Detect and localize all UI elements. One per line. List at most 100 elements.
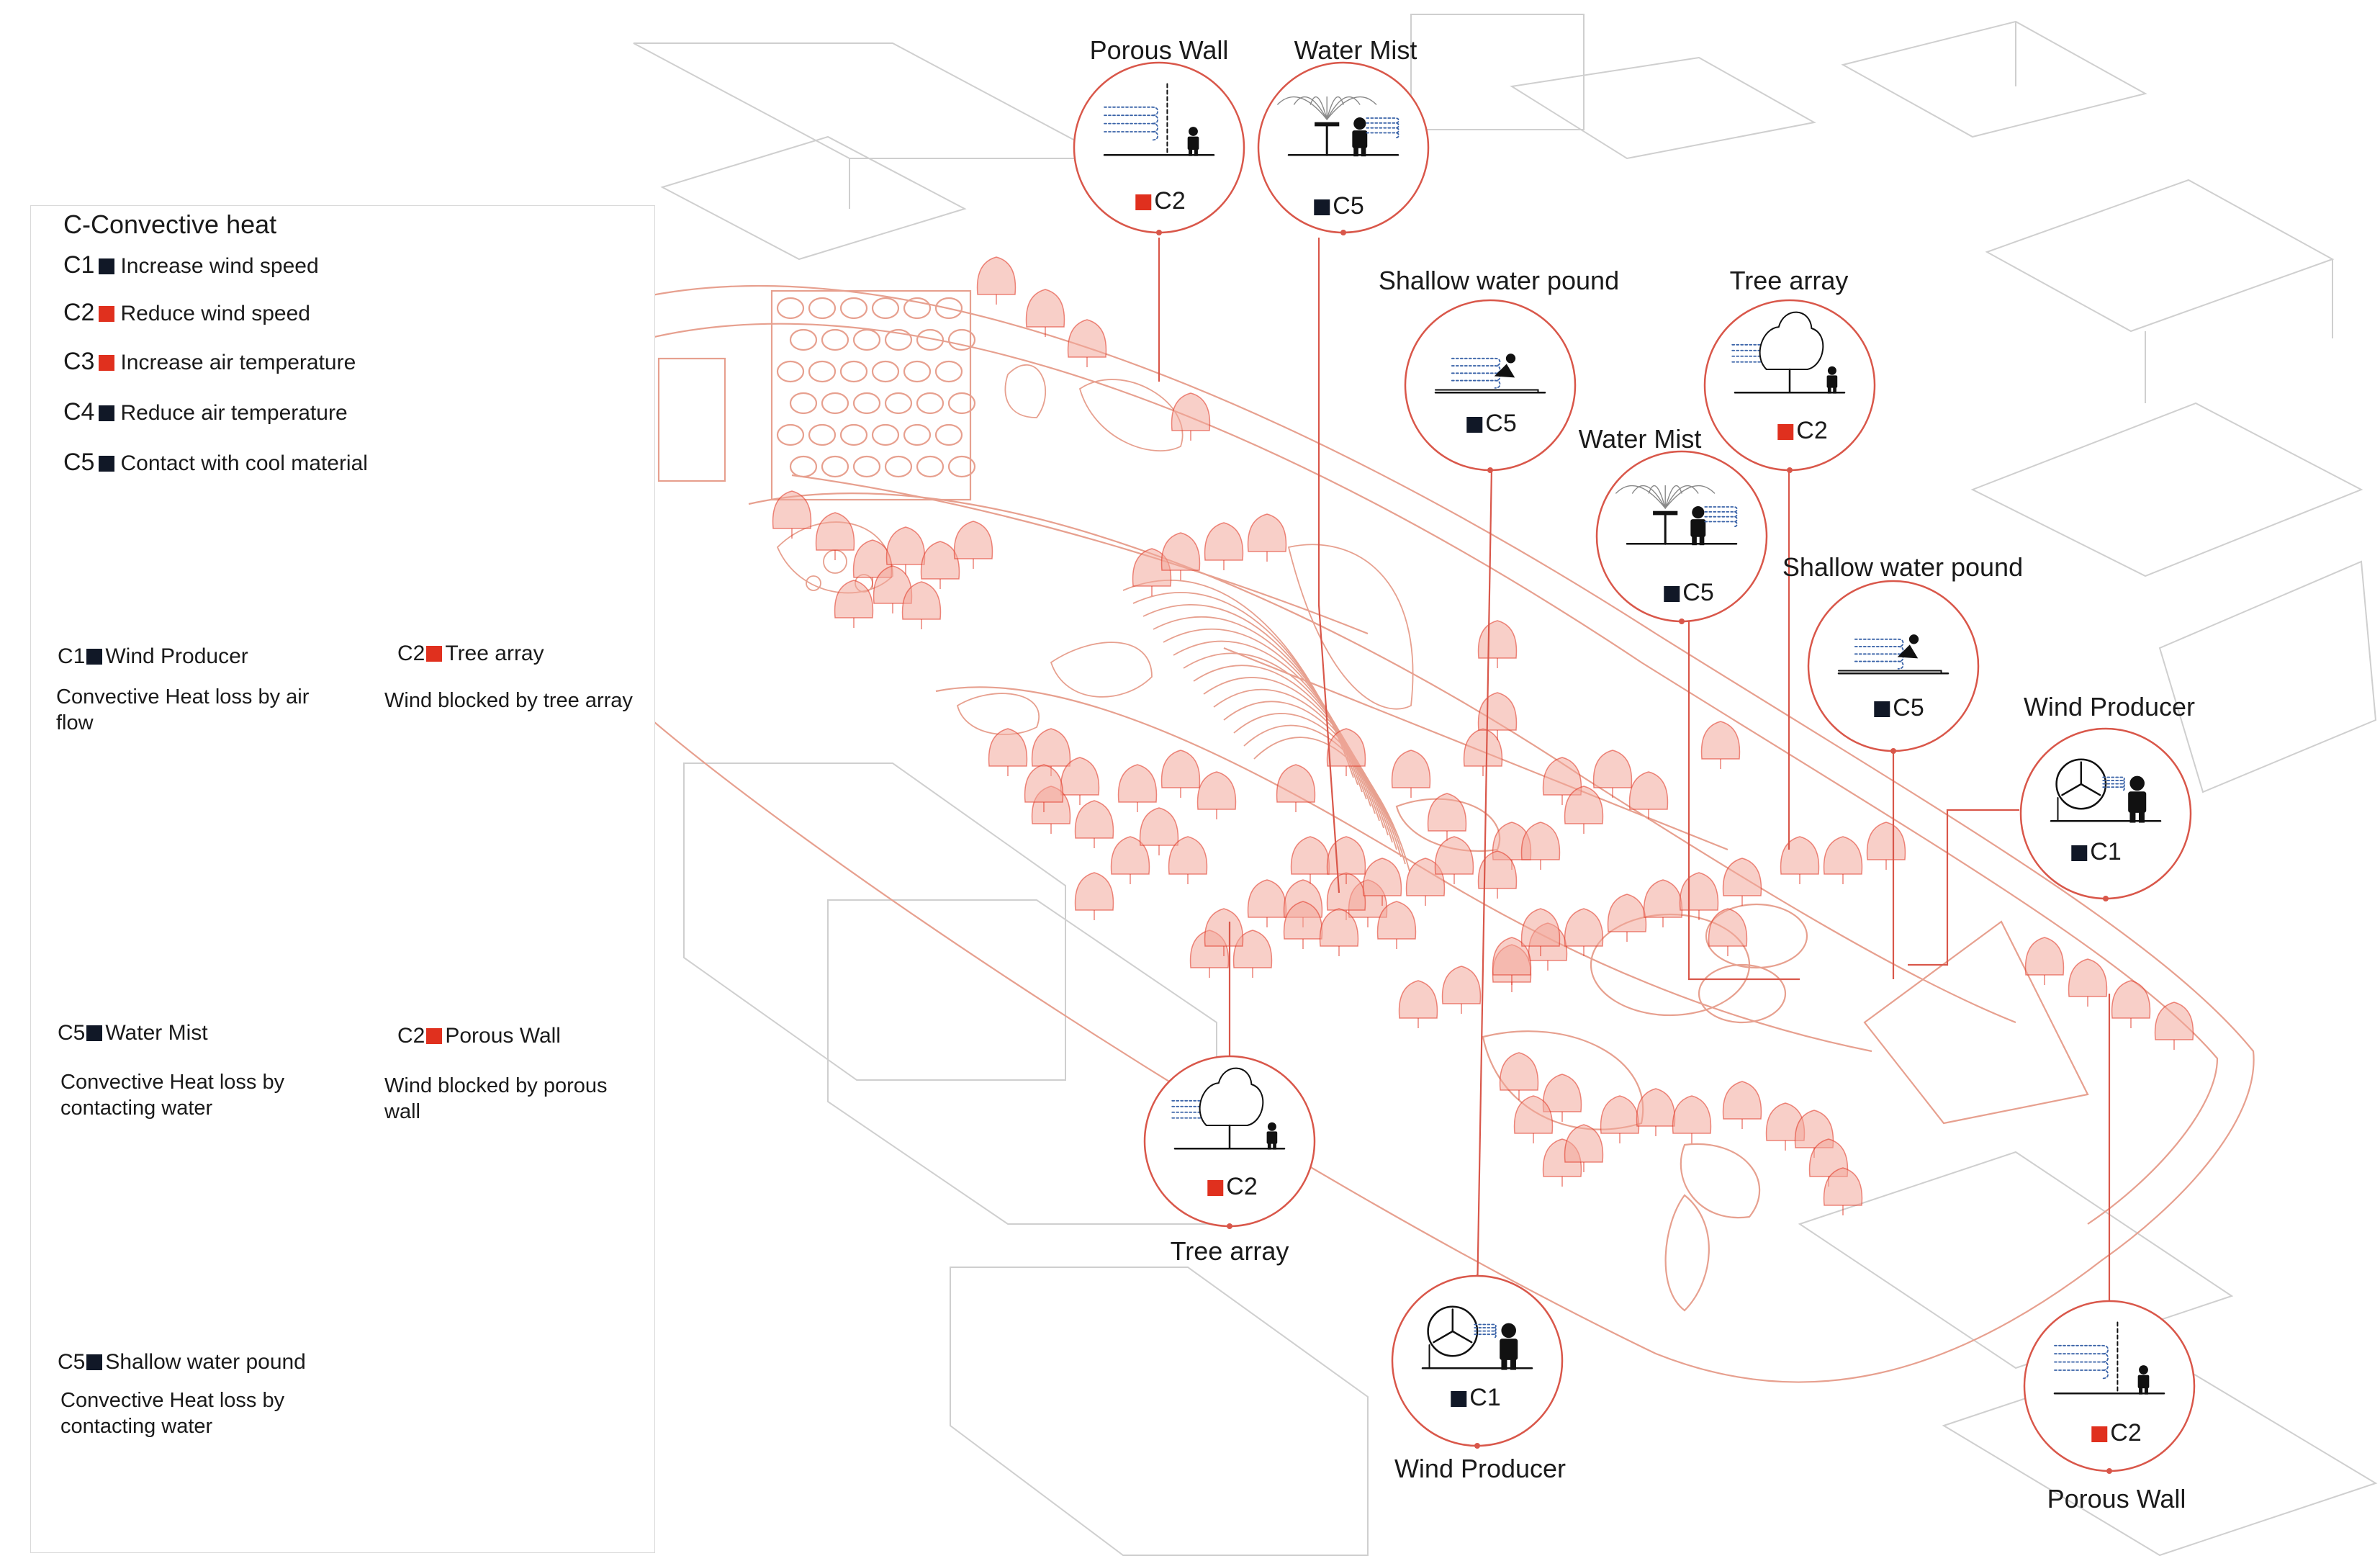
shallow-water-icon: [1837, 634, 1949, 675]
tree: [1067, 319, 1107, 367]
paver: [916, 392, 945, 415]
legend-item-name: Shallow water pound: [105, 1350, 306, 1374]
tree-canopy: [1700, 721, 1741, 760]
fan-blade: [1433, 1330, 1454, 1344]
red-square-icon: [99, 355, 115, 371]
amphitheater-step: [1213, 688, 1393, 843]
airflow-line: [2102, 780, 2125, 785]
callout-circle: [1391, 1274, 1564, 1449]
paver: [776, 360, 805, 383]
tree: [1196, 771, 1237, 819]
paver: [934, 297, 963, 320]
leader-dot: [1787, 467, 1793, 473]
tree-canopy: [1247, 513, 1287, 552]
callout-badge: C2: [1777, 417, 1828, 444]
context-building: [1510, 56, 1816, 160]
dark-square-icon: [1874, 701, 1890, 717]
tree: [1204, 522, 1244, 570]
tree: [1362, 858, 1402, 906]
tree: [1319, 908, 1359, 956]
callout-ring: [1807, 580, 1980, 752]
person-body: [1826, 375, 1838, 388]
tree: [1564, 786, 1604, 834]
context-building: [1410, 14, 1585, 130]
airflow-line: [1854, 653, 1904, 662]
person-head: [1505, 354, 1516, 364]
round-pavilion: [1698, 963, 1787, 1024]
airflow-line: [1704, 521, 1738, 528]
legend-title: C-Convective heat: [63, 210, 277, 239]
site-path: [748, 492, 2016, 1024]
callout-badge: C2: [1207, 1173, 1258, 1200]
tree-canopy: [1204, 522, 1244, 561]
person-leg: [1833, 387, 1836, 394]
tree: [1391, 750, 1431, 798]
person-leg: [1692, 535, 1697, 546]
tree-canopy: [1139, 807, 1179, 846]
amphitheater: [776, 364, 1414, 872]
legend-item-desc: Wind blocked by porous wall: [384, 1074, 608, 1124]
airflow-line: [1104, 106, 1159, 117]
airflow-line: [1104, 131, 1159, 141]
airflow-line: [1854, 660, 1904, 670]
person-body: [2128, 791, 2147, 813]
leader-dot: [1890, 748, 1896, 754]
tree: [988, 728, 1028, 776]
tree: [1607, 894, 1647, 942]
paver: [871, 297, 900, 320]
tree: [1441, 966, 1482, 1014]
tree: [1074, 800, 1114, 848]
red-square-icon: [99, 306, 115, 322]
paver: [821, 455, 849, 478]
leader-line: [1687, 619, 1800, 981]
tree-canopy: [1866, 822, 1906, 860]
tree: [1204, 908, 1244, 956]
airflow-line: [1366, 132, 1399, 139]
person-head: [1908, 634, 1919, 644]
paver: [903, 360, 932, 383]
paver: [884, 328, 913, 351]
tree-canopy: [1499, 1052, 1539, 1091]
tree-canopy: [1708, 908, 1748, 947]
dark-square-icon: [1466, 417, 1483, 433]
dark-square-icon: [99, 258, 115, 274]
tree-canopy: [1823, 1167, 1863, 1206]
legend-code: C4: [63, 398, 95, 426]
mist-spray: [1326, 96, 1377, 120]
tree-canopy: [1722, 1081, 1762, 1120]
tree-canopy: [1074, 872, 1114, 911]
person-head: [1267, 1122, 1276, 1131]
callout-title: Shallow water pound: [1782, 552, 2024, 582]
leader-dot: [1227, 1223, 1232, 1229]
person-leg: [1189, 148, 1193, 156]
dark-square-icon: [99, 456, 115, 472]
red-square-icon: [1777, 424, 1794, 440]
tree-canopy: [1672, 1095, 1712, 1134]
callout-badge: C2: [1135, 187, 1186, 215]
airflow-line: [2054, 1344, 2109, 1355]
legend-code-desc: Reduce air temperature: [120, 401, 348, 425]
tree: [815, 512, 855, 560]
site-path: [1223, 647, 1728, 851]
person-leg: [1361, 146, 1366, 157]
paver: [903, 297, 932, 320]
tree: [1117, 764, 1158, 812]
paver: [947, 455, 976, 478]
tree-canopy: [920, 541, 960, 580]
tree: [1160, 532, 1201, 580]
callout-title: Porous Wall: [1089, 35, 1229, 65]
leader-dot: [2106, 1468, 2112, 1474]
tree-canopy: [1434, 836, 1474, 875]
callout-title: Porous Wall: [2047, 1484, 2186, 1513]
callout-code: C1: [2090, 838, 2122, 865]
legend-item-name: Porous Wall: [445, 1024, 561, 1048]
callout-code: C1: [1469, 1384, 1501, 1411]
tree-canopy: [1276, 764, 1316, 803]
airflow-line: [2054, 1353, 2109, 1363]
tree-canopy: [1542, 757, 1582, 796]
